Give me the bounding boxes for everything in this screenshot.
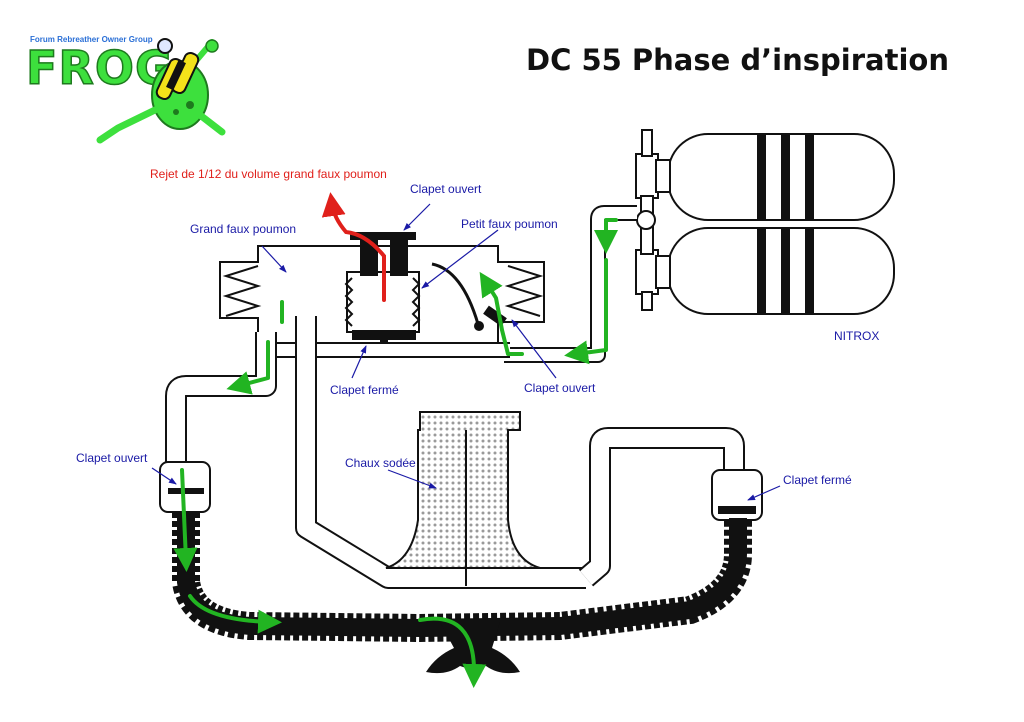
page-title: DC 55 Phase d’inspiration [526, 43, 949, 77]
breathing-loop-pipes [165, 316, 745, 589]
nitrox-cylinders [635, 129, 895, 315]
frog-diver-icon [96, 38, 226, 144]
clapet-ferme-right-label: Clapet fermé [783, 473, 852, 487]
clapet-ouvert-left-label: Clapet ouvert [76, 451, 148, 465]
logo: Forum Rebreather Owner Group FROG [25, 35, 226, 144]
chaux-sodee-label: Chaux sodée [345, 456, 416, 470]
scrubber-canister [385, 411, 541, 586]
reject-label: Rejet de 1/12 du volume grand faux poumo… [150, 167, 387, 181]
label-pointers [151, 203, 781, 501]
flow-arrows [173, 218, 618, 688]
logo-name: FROG [26, 41, 174, 95]
clapet-top-label: Clapet ouvert [410, 182, 482, 196]
nitrox-label: NITROX [834, 329, 879, 343]
gas-supply-pipe [504, 205, 637, 363]
clapet-ouvert-right-label: Clapet ouvert [524, 381, 596, 395]
petit-faux-poumon-label: Petit faux poumon [461, 217, 558, 231]
clapet-ferme-center-label: Clapet fermé [330, 383, 399, 397]
grand-faux-poumon-label: Grand faux poumon [190, 222, 296, 236]
reject-arrow [321, 192, 386, 302]
logo-tagline: Forum Rebreather Owner Group [30, 35, 153, 44]
